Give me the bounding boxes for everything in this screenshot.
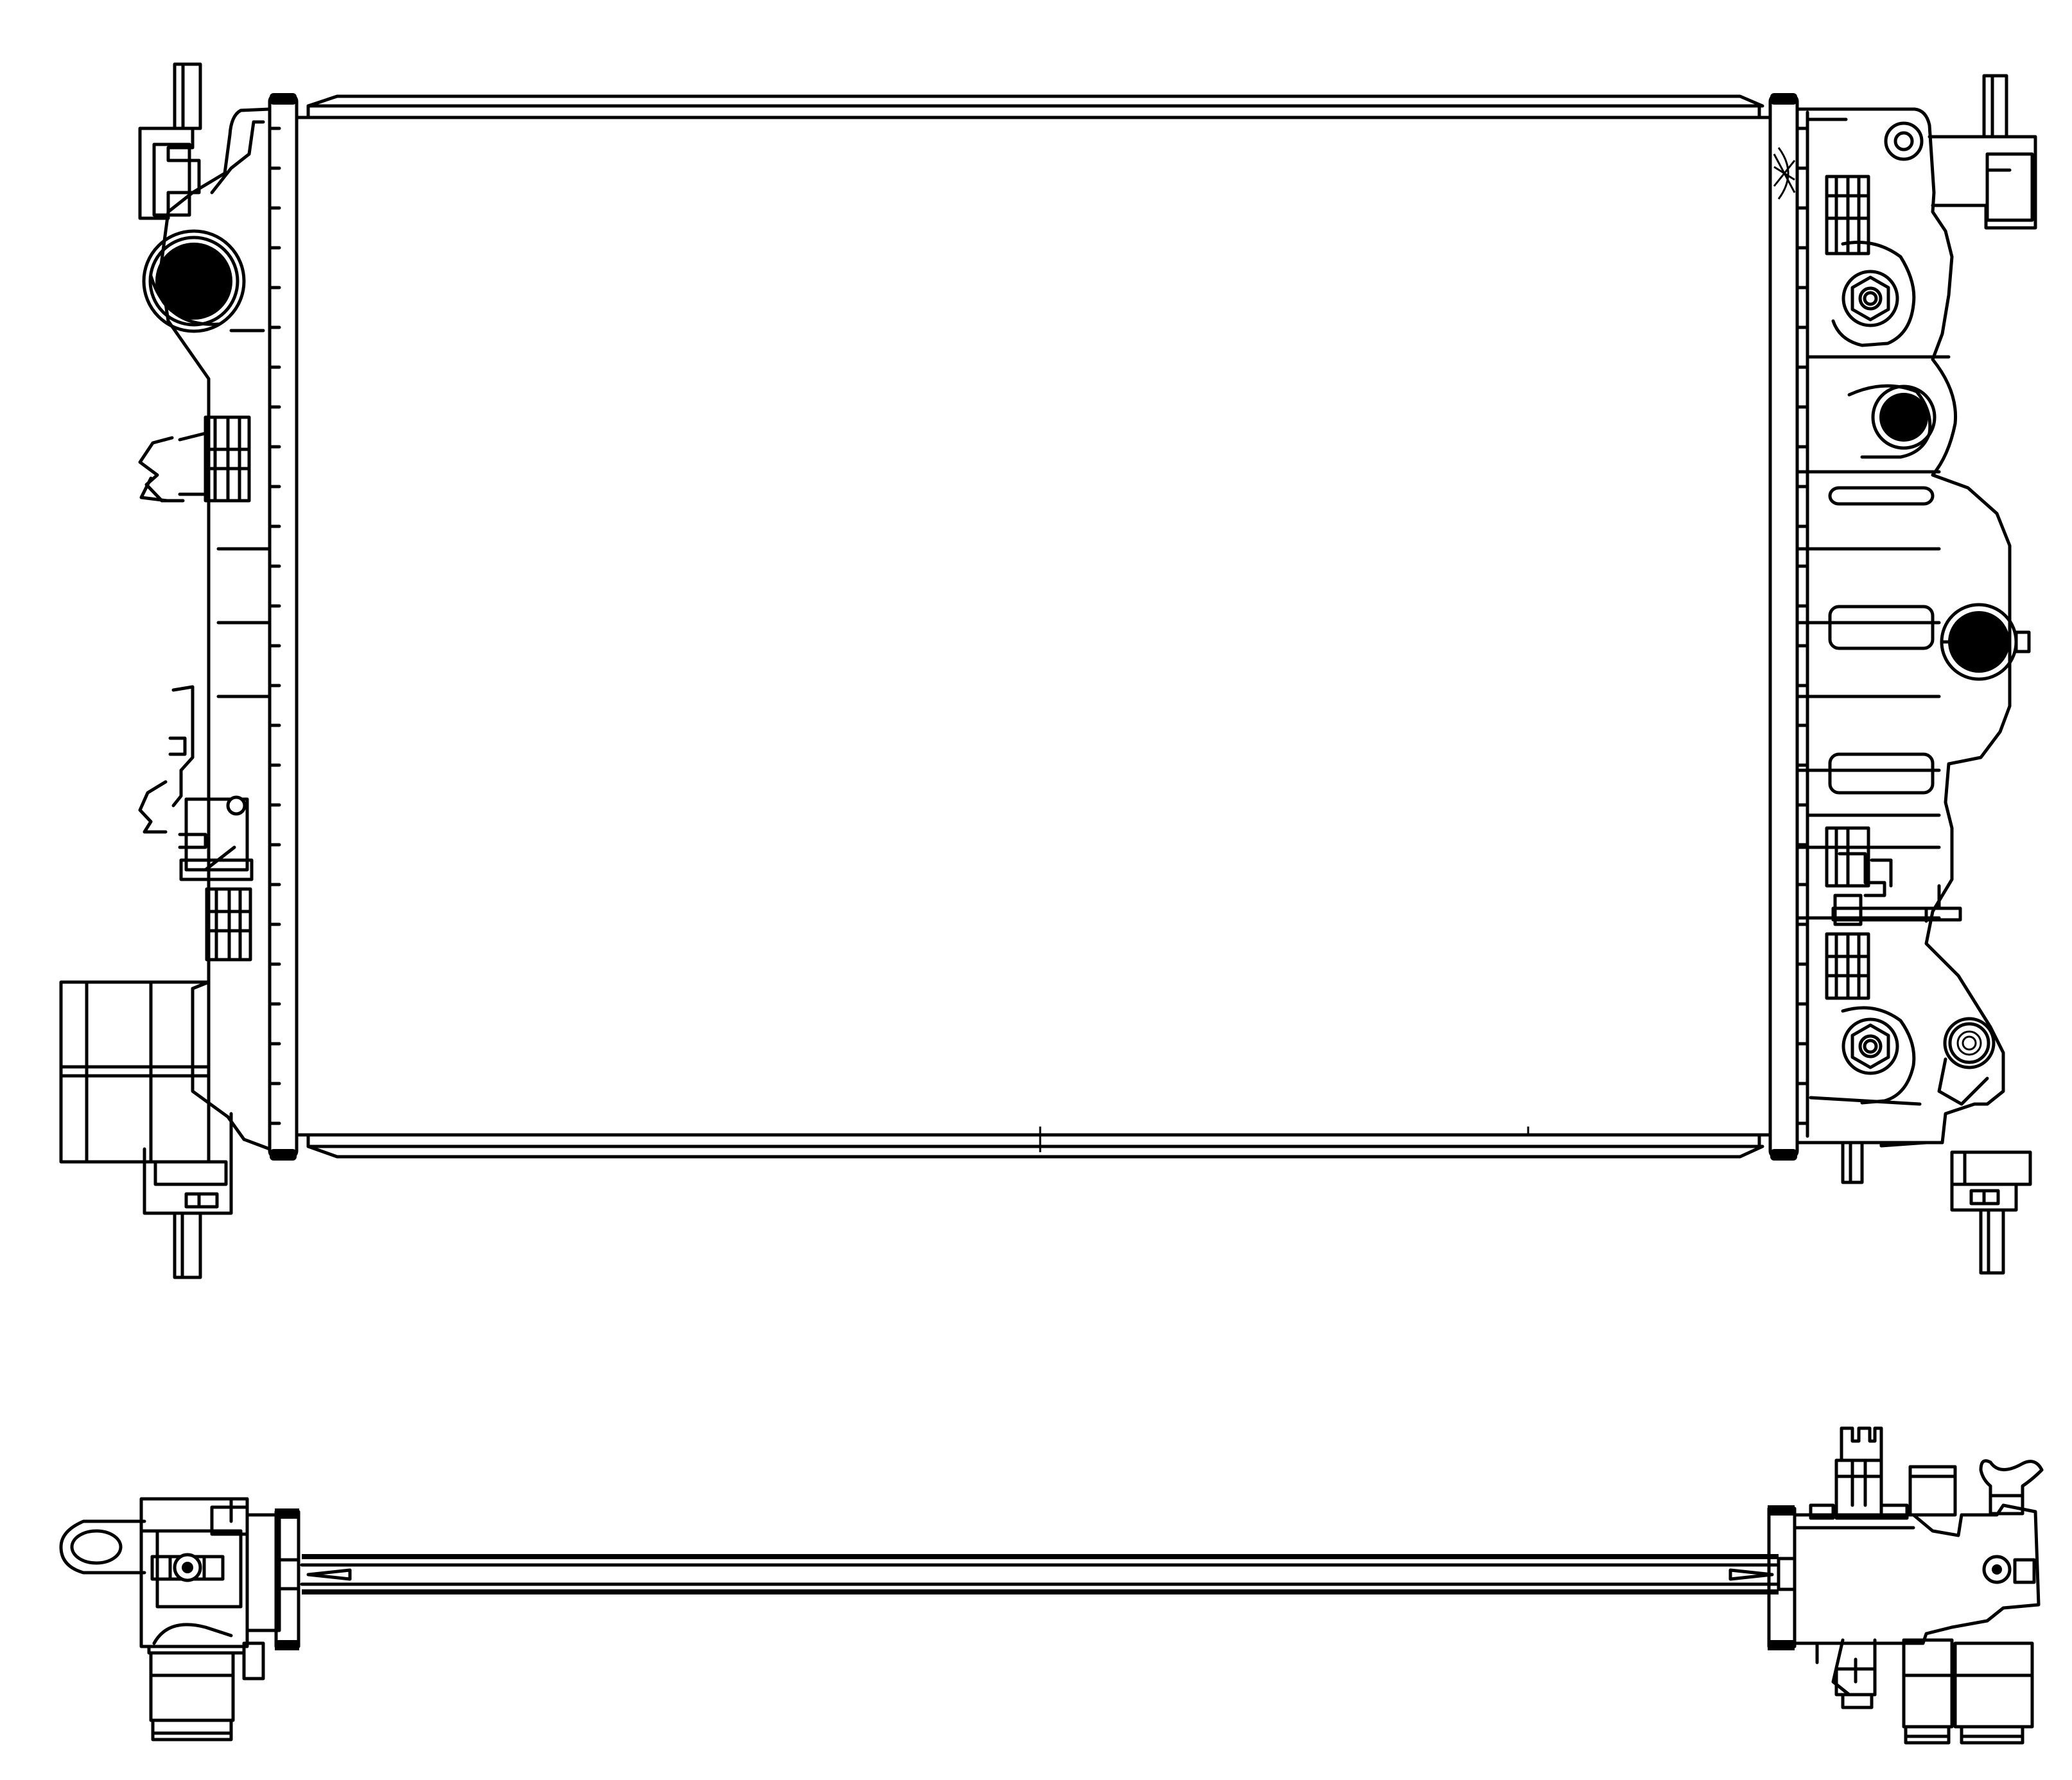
right-tank-rib-pocket: [1828, 605, 1935, 650]
right-lower-clip: [1825, 826, 1962, 1000]
right-upper-bolt-fitting: [1831, 241, 1916, 347]
radiator-core: [295, 94, 1772, 1159]
left-lower-clip: [205, 887, 252, 962]
left-lower-outlet-block: [59, 980, 233, 1279]
left-header-plate: [268, 93, 299, 1161]
right-side-hose-inlet: [1940, 603, 2031, 681]
left-top-mount-bracket: [138, 62, 202, 220]
left-upper-clip: [138, 415, 251, 503]
right-lower-bolt-fitting: [1841, 1006, 1916, 1105]
right-lower-mount-pins: [1841, 1141, 2032, 1275]
right-header-plate: [1768, 93, 1799, 1161]
front-view: [59, 62, 2037, 1279]
top-view-core: [300, 1554, 1780, 1594]
right-top-mount-bracket: [1884, 74, 2037, 230]
right-tank-ribs: [1795, 126, 1941, 1125]
right-bleed-port: [1937, 1017, 1996, 1106]
left-side-tank: [159, 107, 272, 1151]
top-view-right-end: [1767, 1426, 2044, 1745]
right-tank-rib-pocket: [1828, 752, 1935, 795]
top-view-left-end: [59, 1497, 300, 1741]
right-upper-clip: [1825, 175, 1870, 255]
right-tank-rib-pocket: [1828, 486, 1935, 506]
top-view: [59, 1426, 2044, 1745]
left-upper-hose-inlet: [142, 229, 246, 333]
left-middle-clip: [138, 685, 254, 881]
right-drain-plug: [1847, 384, 1937, 459]
